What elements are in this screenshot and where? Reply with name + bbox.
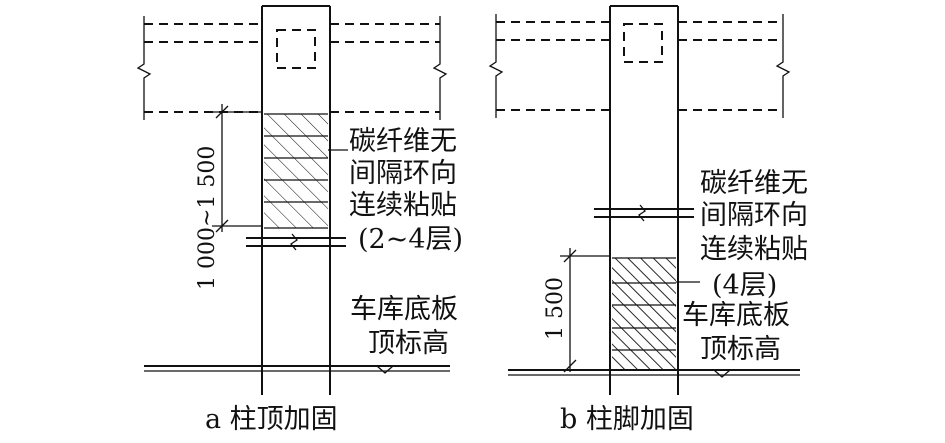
caption-a: a 柱顶加固 [205,404,338,435]
note-a-line1: 碳纤维无 [349,126,457,157]
note-a-line4: (2~4层) [358,224,463,255]
panel-a: 1 000~1 500 碳纤维无 间隔环向 连续粘贴 (2~4层) 车库底板 顶… [136,5,463,435]
floor-level-b [508,369,800,378]
dimension-b: 1 500 [543,248,610,373]
note-a-line3: 连续粘贴 [349,190,457,221]
caption-b: b 柱脚加固 [560,404,694,435]
cfrp-wrap-a [264,113,328,229]
column-break-a [246,233,346,251]
cfrp-wrap-b [612,257,676,371]
column-break-b [594,204,694,222]
dimension-label-b: 1 500 [543,277,568,340]
beam-b [488,14,791,118]
floor-b-line2: 顶标高 [700,334,781,365]
note-b-line2: 间隔环向 [700,200,808,231]
note-b-line1: 碳纤维无 [700,168,808,199]
note-b-line4: (4层) [712,270,777,301]
beam-a [136,16,448,120]
panel-b: 1 500 碳纤维无 间隔环向 连续粘贴 (4层) 车库底板 顶标高 b 柱脚加… [488,5,808,435]
note-b-line3: 连续粘贴 [700,234,808,265]
note-a-line2: 间隔环向 [349,158,457,189]
floor-a-line1: 车库底板 [350,294,458,325]
floor-level-a [144,365,450,374]
floor-b-line1: 车库底板 [682,300,790,331]
column-b [609,5,679,395]
floor-a-line2: 顶标高 [368,328,449,359]
dimension-label-a: 1 000~1 500 [195,146,220,290]
dimension-a: 1 000~1 500 [195,104,262,290]
column-a [261,5,331,395]
